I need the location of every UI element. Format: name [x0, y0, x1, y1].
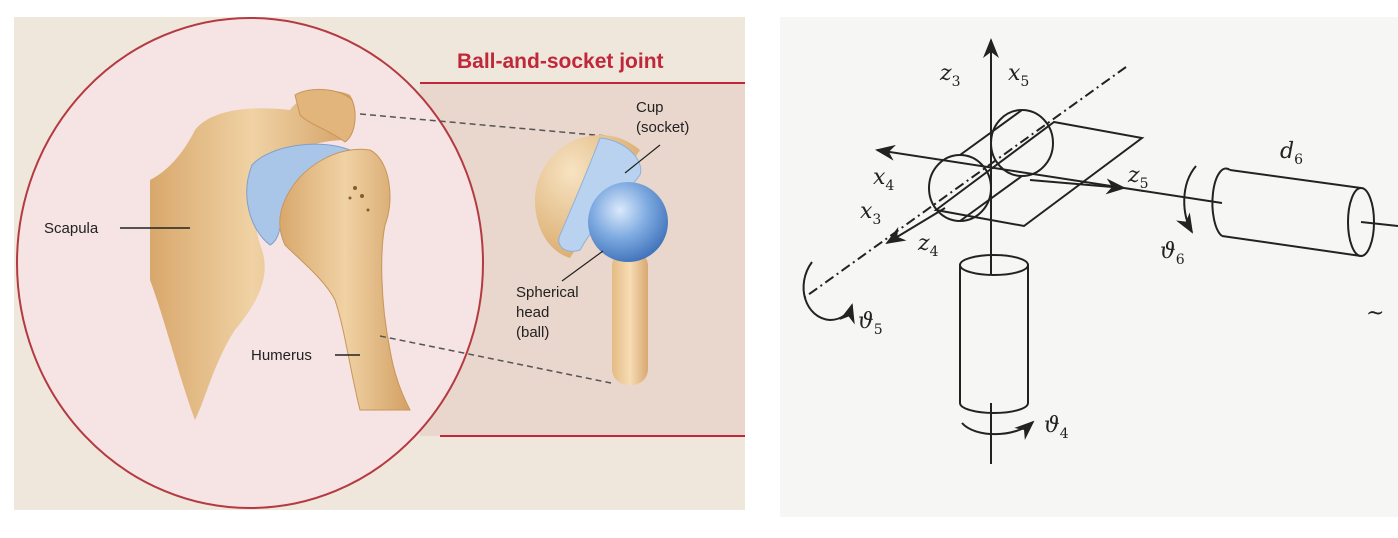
z4-dashdot-axis — [800, 66, 1127, 301]
label-z3: z3 — [939, 61, 961, 90]
anatomy-panel: Ball-and-socket joint Scapula Humerus Cu… — [14, 17, 745, 510]
cyl4-body — [960, 265, 1028, 403]
kinematics-panel: z3 x5 x4 x3 z4 z5 d6 ϑ6 ϑ5 ϑ4 ~ — [780, 17, 1398, 517]
label-z5: z5 — [1127, 163, 1149, 192]
x4-axis — [875, 144, 1125, 189]
cyl6-right-end — [1347, 187, 1375, 257]
cup-label-1: Cup — [636, 99, 664, 116]
label-x3: x3 — [860, 199, 881, 228]
acromion — [294, 88, 356, 143]
axis-labels: z3 x5 x4 x3 z4 z5 d6 ϑ6 ϑ5 ϑ4 ~ — [858, 61, 1384, 442]
ball-label-3: (ball) — [516, 324, 549, 341]
tool-axis — [1360, 221, 1398, 227]
label-theta6: ϑ6 — [1160, 239, 1185, 268]
spherical-head-ball — [588, 182, 668, 262]
cyl4-top — [959, 254, 1029, 276]
ball-leader — [561, 250, 604, 282]
ball-label-1: Spherical — [516, 284, 579, 301]
label-z4: z4 — [917, 231, 939, 260]
panel-title: Ball-and-socket joint — [457, 50, 664, 73]
cyl6-left-end — [1211, 167, 1231, 237]
cyl5-back-end — [990, 109, 1054, 177]
cyl6-edges — [1221, 169, 1362, 257]
joint-plane — [933, 120, 1145, 228]
cup-leader — [624, 144, 661, 174]
sketch-background — [780, 17, 1398, 517]
label-theta4: ϑ4 — [1044, 413, 1069, 442]
theta4-arc — [961, 420, 1035, 440]
label-theta5: ϑ5 — [858, 309, 883, 338]
zoom-line-top — [359, 113, 607, 137]
label-x4: x4 — [873, 165, 894, 194]
scapula-bone — [150, 90, 356, 420]
scapula-label: Scapula — [44, 220, 99, 237]
humerus-label: Humerus — [251, 347, 312, 364]
cyl5-front-end — [928, 154, 992, 222]
cup-label-2: (socket) — [636, 119, 689, 136]
z5-arrow — [1029, 178, 1126, 195]
label-x5: x5 — [1008, 61, 1029, 90]
theta5-arc — [802, 261, 855, 325]
label-cut-mark: ~ — [1366, 301, 1384, 326]
ball-label-2: head — [516, 304, 549, 321]
cyl5-edge-bottom — [959, 175, 1023, 222]
bone-shaft-model — [612, 250, 648, 385]
z5-axis-ext — [1123, 187, 1223, 204]
label-d6: d6 — [1280, 139, 1303, 168]
cyl5-edge-top — [959, 109, 1023, 156]
theta6-arc — [1175, 165, 1197, 234]
x3-z4-arrow — [885, 207, 946, 245]
humerus-bone — [279, 148, 411, 411]
